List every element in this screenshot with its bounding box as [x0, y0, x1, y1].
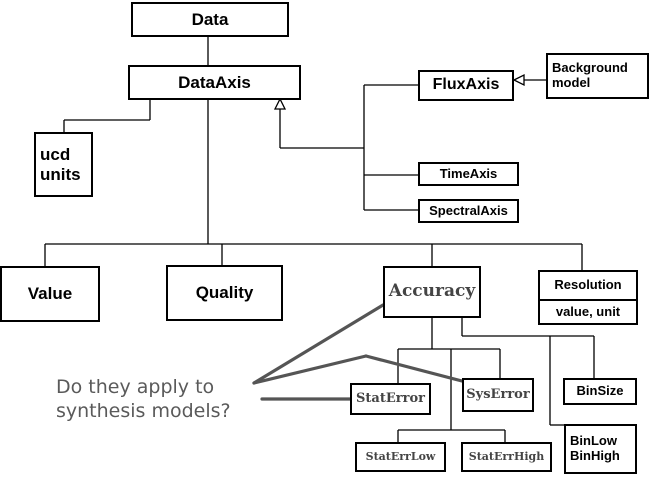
ucd-label: ucd — [40, 144, 71, 164]
background-label: Background — [552, 60, 628, 76]
binlowhigh-box: BinLow BinHigh — [564, 424, 637, 474]
binlow-label: BinLow — [570, 433, 617, 449]
data-box: Data — [131, 2, 289, 37]
units-label: units — [40, 164, 81, 184]
resolution-box: Resolution value, unit — [538, 270, 638, 325]
staterror-box: StatError — [350, 383, 431, 415]
timeaxis-box: TimeAxis — [418, 162, 519, 186]
background-model-box: Background model — [546, 53, 649, 99]
question-annotation: Do they apply to synthesis models? — [56, 376, 231, 424]
background-arrowhead — [512, 73, 525, 87]
model-label: model — [552, 75, 591, 90]
resolution-title: Resolution — [540, 272, 636, 301]
pointer-to-accuracy — [252, 303, 385, 385]
fluxaxis-box: FluxAxis — [418, 70, 514, 101]
binhigh-label: BinHigh — [570, 448, 620, 463]
staterrlow-box: StatErrLow — [355, 442, 446, 472]
binsize-box: BinSize — [563, 378, 637, 405]
spectralaxis-box: SpectralAxis — [418, 199, 519, 223]
quality-box: Quality — [166, 265, 283, 321]
question-line-1: Do they apply to — [56, 376, 215, 398]
inheritance-arrowhead — [273, 97, 287, 110]
value-box: Value — [0, 266, 100, 322]
question-line-2: synthesis models? — [56, 399, 231, 422]
syserror-box: SysError — [462, 378, 534, 412]
pointer-to-syserror — [364, 354, 464, 383]
ucd-units-box: ucd units — [34, 132, 93, 197]
staterrhigh-box: StatErrHigh — [461, 442, 552, 472]
pointer-to-node — [252, 354, 368, 385]
resolution-detail: value, unit — [555, 303, 621, 319]
accuracy-box: Accuracy — [383, 266, 481, 318]
dataaxis-box: DataAxis — [128, 65, 301, 100]
